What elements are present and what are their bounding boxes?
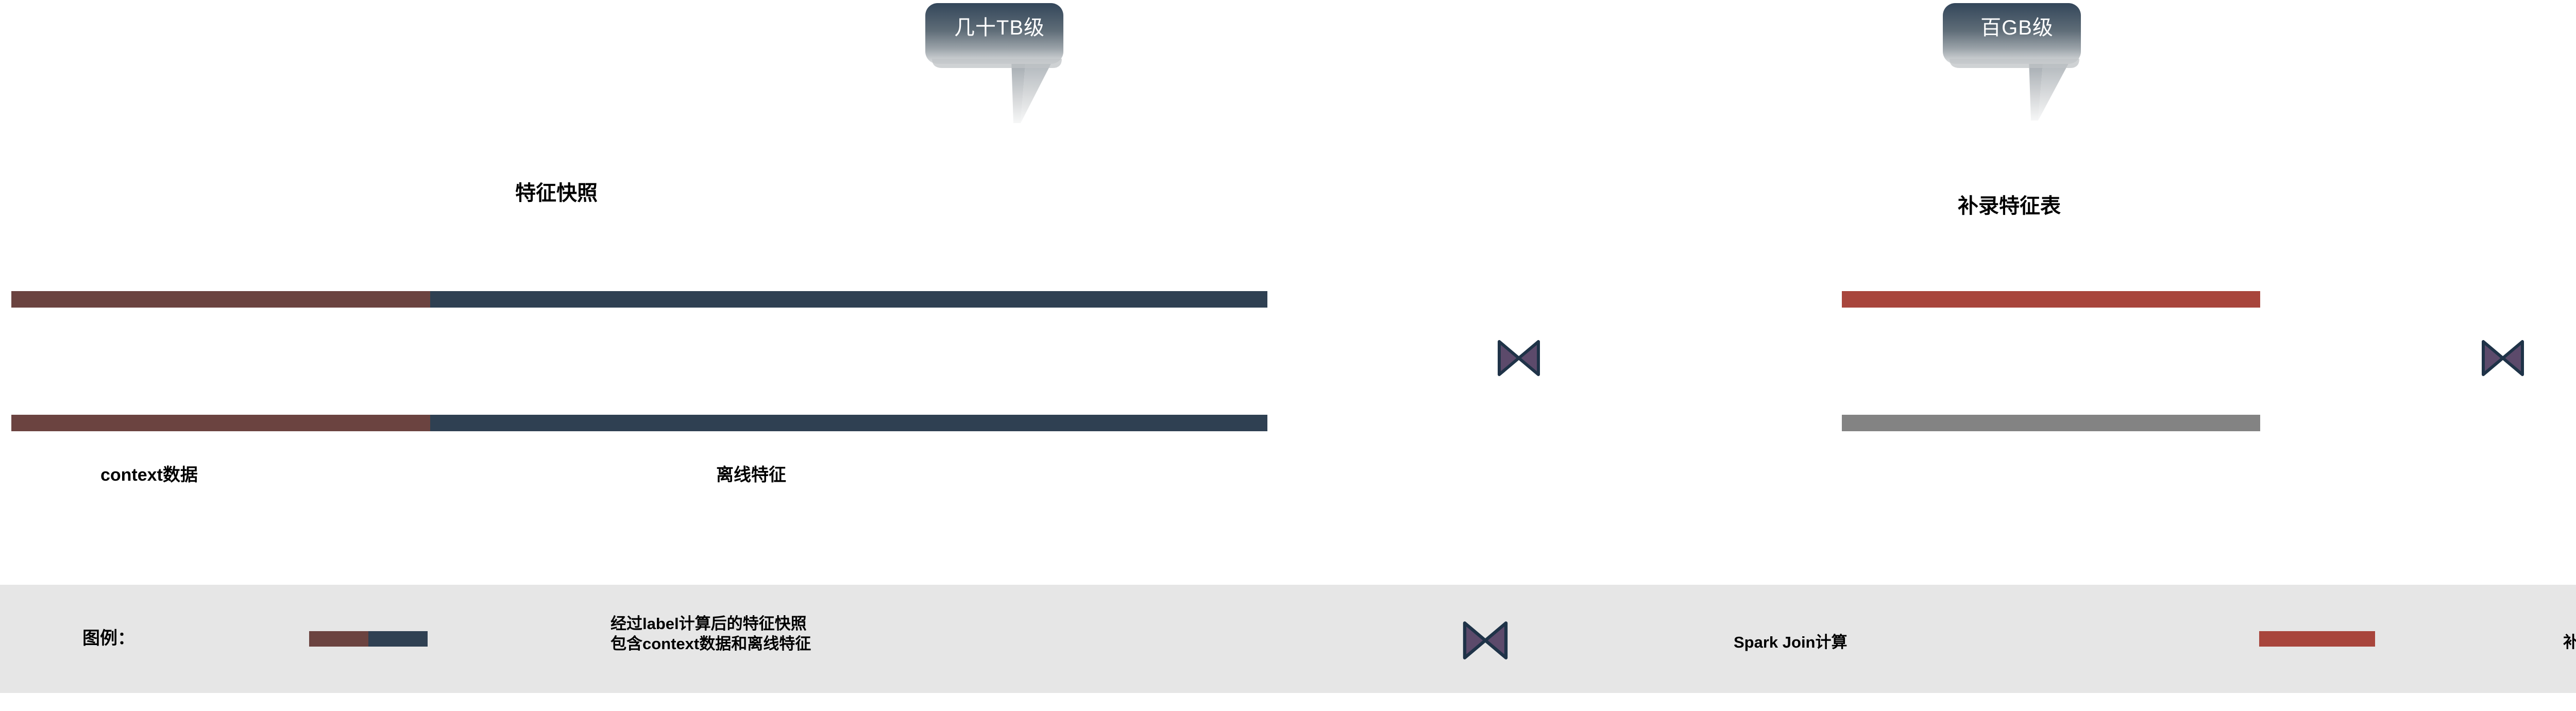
snapshot-bar-row-1 [11, 291, 1267, 308]
legend-label-snapshot-line1: 经过label计算后的特征快照 [611, 615, 807, 633]
legend-swatch-snapshot [309, 631, 428, 647]
legend-swatch-used [2259, 631, 2375, 647]
legend-title: 图例： [82, 629, 135, 648]
bowtie-icon [1463, 621, 1508, 659]
bowtie-icon [1498, 340, 1540, 376]
legend-swatch-offline [368, 631, 428, 647]
feature-table-bar-used [1842, 291, 2260, 308]
snapshot-caption-context: context数据 [100, 465, 198, 485]
snapshot-bar-row-2 [11, 415, 1267, 431]
snapshot-segment-offline [430, 415, 1267, 431]
callout-shape-2 [1943, 3, 2081, 121]
legend-label-used-line1: 补录特征中实际用到的数据 [2563, 633, 2576, 651]
legend-swatch-context [309, 631, 368, 647]
snapshot-segment-context [11, 415, 430, 431]
legend-swatch-join [1461, 620, 1510, 661]
snapshot-segment-offline [430, 291, 1267, 308]
legend-label-join-line1: Spark Join计算 [1734, 633, 1848, 651]
legend-label-used: 补录特征中实际用到的数据 [2563, 633, 2576, 653]
spark-join-icon [1497, 339, 1541, 377]
feature-table-bar-unused [1842, 415, 2260, 431]
snapshot-title: 特征快照 [515, 182, 598, 205]
legend-label-snapshot: 经过label计算后的特征快照 包含context数据和离线特征 [611, 614, 811, 654]
callout-bubble-snapshot: 几十TB级 [925, 2, 1074, 123]
bowtie-icon [2482, 340, 2524, 376]
callout-bubble-table-1: 百GB级 [1942, 2, 2092, 121]
legend-label-snapshot-line2: 包含context数据和离线特征 [611, 634, 811, 653]
snapshot-caption-offline: 离线特征 [716, 465, 786, 485]
snapshot-segment-context [11, 291, 430, 308]
feature-table-title-1: 补录特征表 [1958, 195, 2061, 217]
callout-shape-1 [925, 3, 1063, 123]
legend-band [0, 585, 2576, 693]
spark-join-icon [2481, 339, 2525, 377]
legend-label-join: Spark Join计算 [1734, 633, 1848, 653]
